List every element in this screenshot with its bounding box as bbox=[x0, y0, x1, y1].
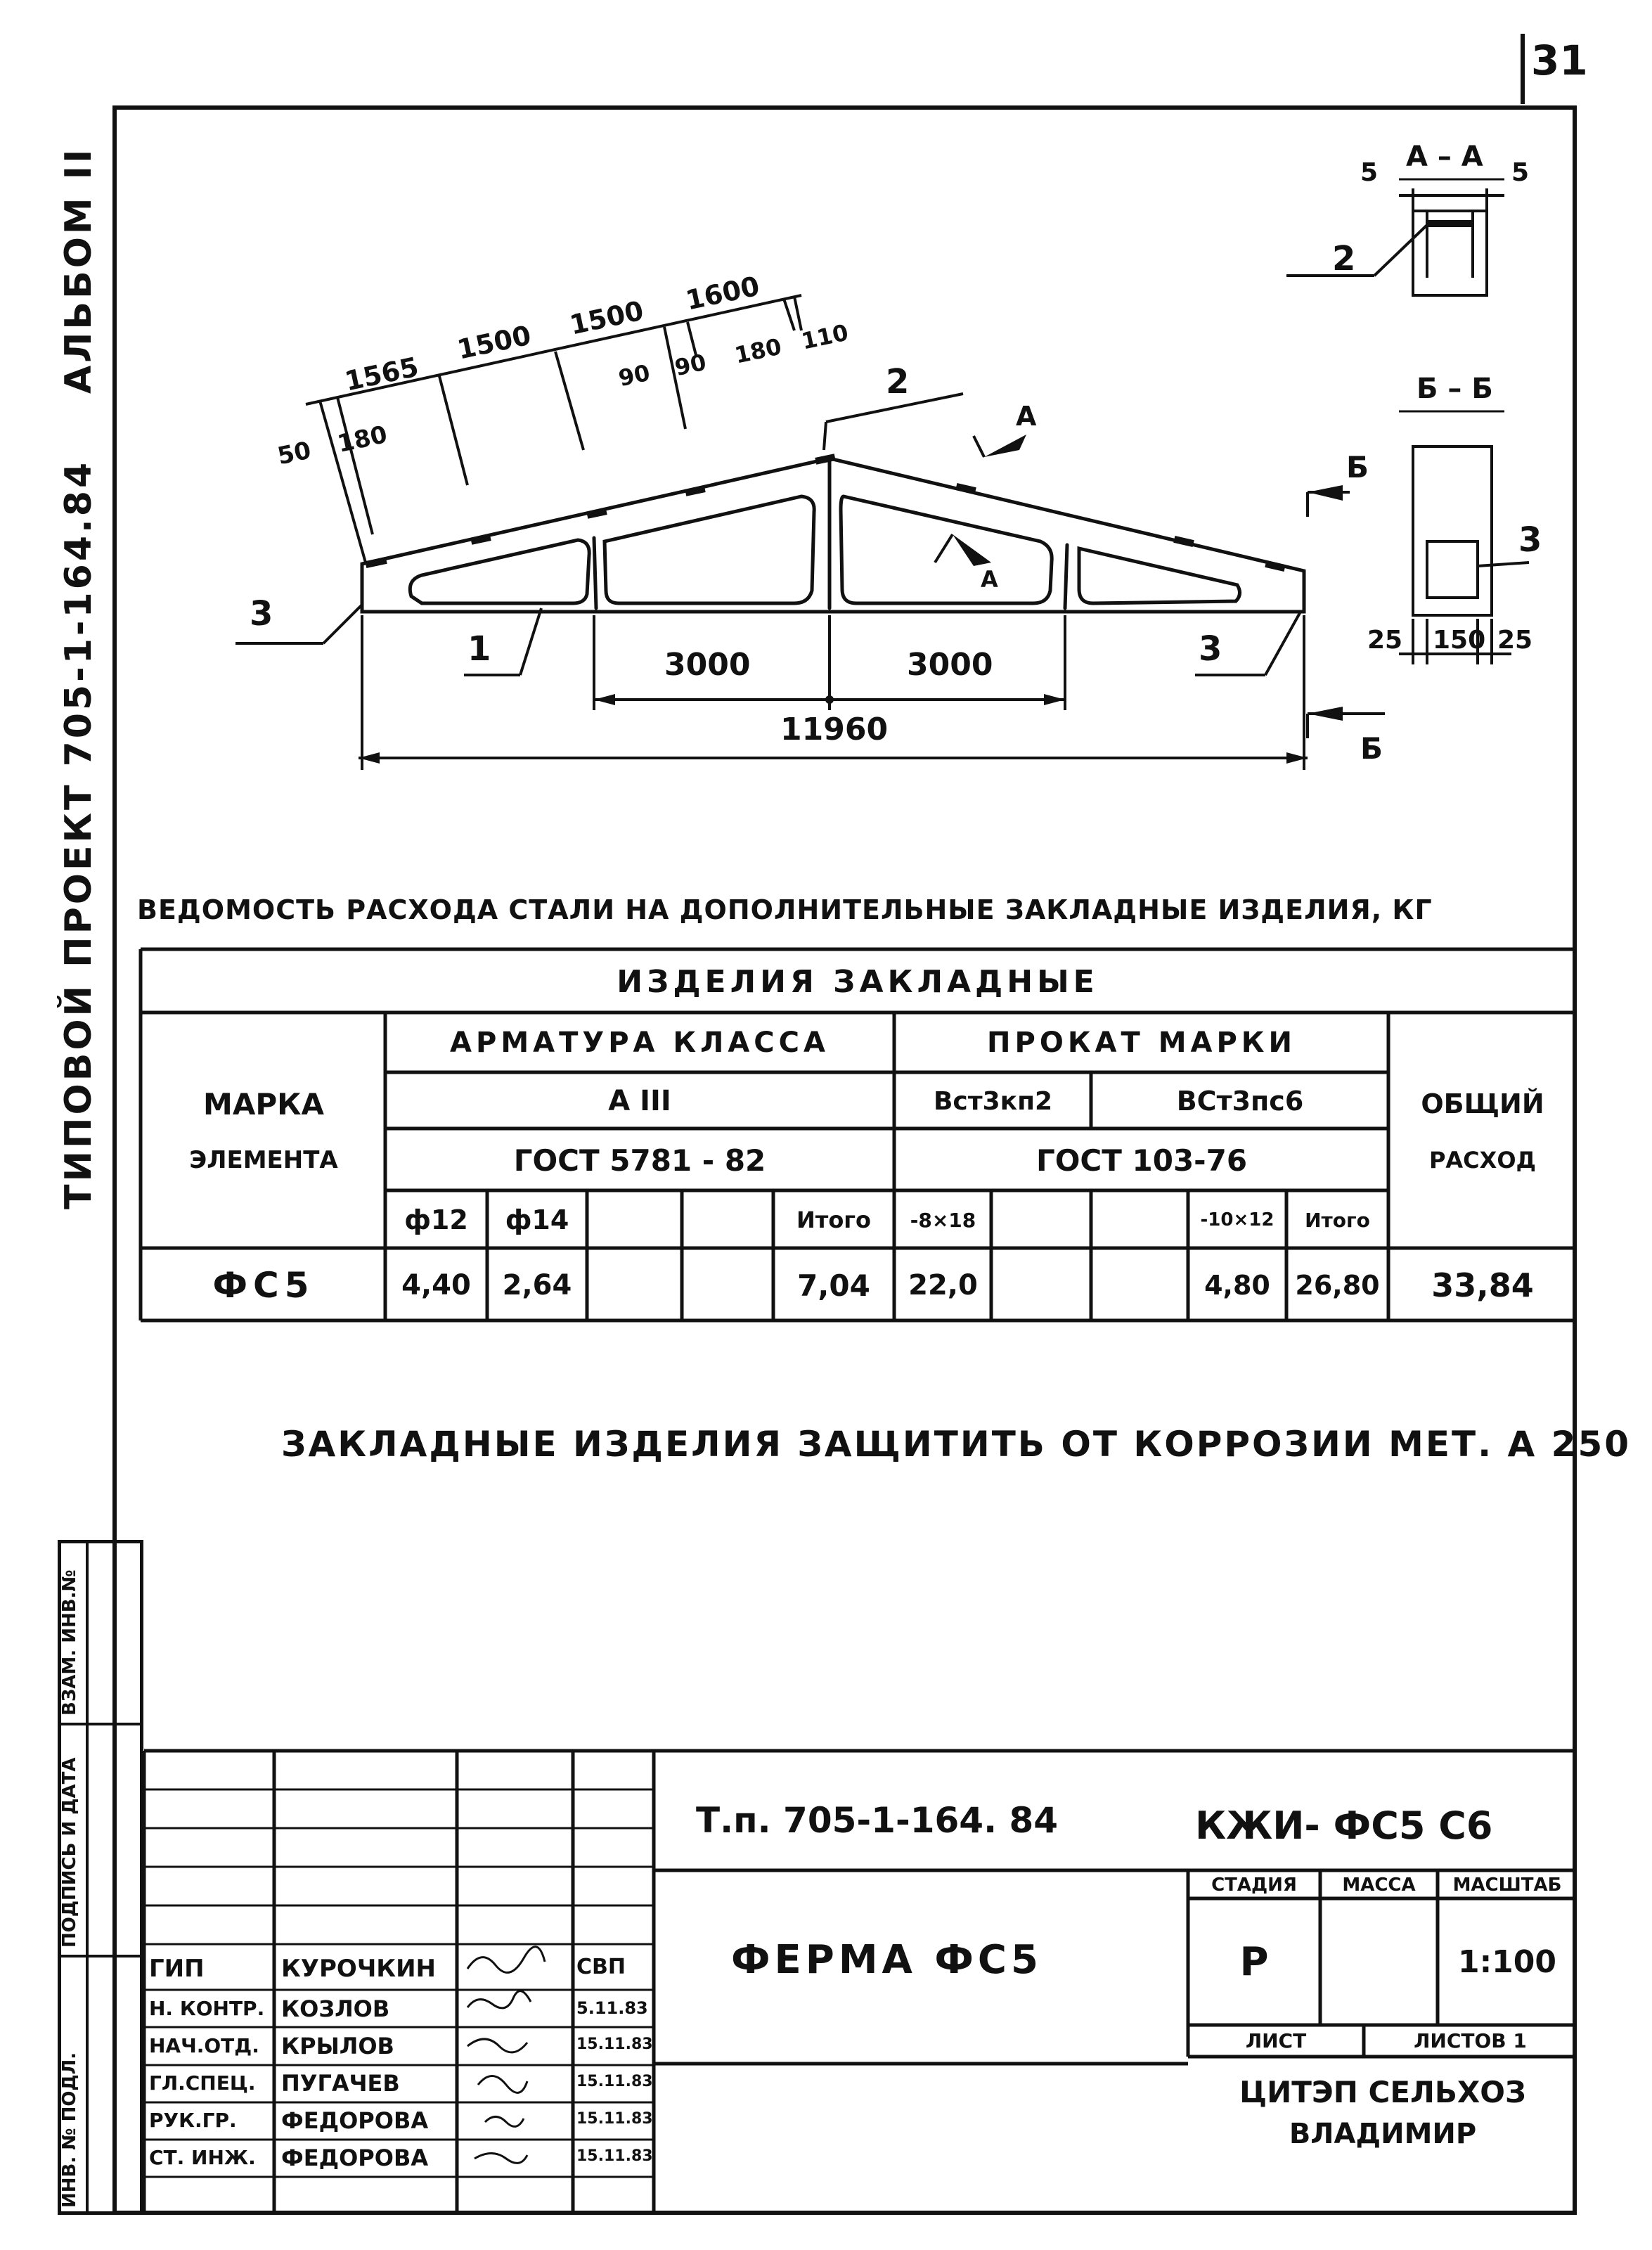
section-b-dim-25-right: 25 bbox=[1497, 626, 1533, 655]
section-a-callout: 2 bbox=[1332, 239, 1356, 278]
left-stamp-h1 bbox=[58, 1723, 142, 1725]
staff-role-2: НАЧ.ОТД. bbox=[149, 2034, 259, 2057]
row-total: 33,84 bbox=[1431, 1266, 1534, 1304]
prokat-gost: ГОСТ 103-76 bbox=[1035, 1143, 1248, 1178]
dim-3000-left: 3000 bbox=[664, 647, 751, 683]
dim-3000-right: 3000 bbox=[907, 647, 993, 683]
row-val-10x12: 4,80 bbox=[1204, 1270, 1270, 1301]
staff-role-5: СТ. ИНЖ. bbox=[149, 2146, 256, 2169]
mass-label: МАССА bbox=[1342, 1875, 1416, 1896]
sheet-title: ФЕРМА ФС5 bbox=[731, 1937, 1043, 1983]
scale-label: МАСШТАБ bbox=[1452, 1875, 1562, 1896]
left-stamp-divider bbox=[86, 1540, 89, 2215]
section-b-callout: 3 bbox=[1518, 520, 1542, 560]
armature-gost: ГОСТ 5781 - 82 bbox=[513, 1143, 766, 1178]
panel-3 bbox=[839, 494, 1054, 605]
staff-date-3: 15.11.83 bbox=[576, 2073, 653, 2090]
callout-1: 1 bbox=[467, 629, 491, 669]
table-title: ВЕДОМОСТЬ РАСХОДА СТАЛИ НА ДОПОЛНИТЕЛЬНЫ… bbox=[137, 894, 1433, 925]
section-b-dim-25-left: 25 bbox=[1367, 626, 1403, 655]
section-a-title: А – А bbox=[1406, 141, 1483, 173]
left-stamp bbox=[58, 1540, 143, 2215]
prokat-header: ПРОКАТ МАРКИ bbox=[987, 1027, 1296, 1059]
signature-marks bbox=[466, 1946, 546, 2164]
prokat-grade-2: ВСт3пс6 bbox=[1176, 1086, 1304, 1117]
staff-name-2: КРЫЛОВ bbox=[281, 2033, 394, 2059]
subcol-itogo-prokat: Итого bbox=[1305, 1208, 1370, 1232]
subcol-f14: ф14 bbox=[505, 1204, 569, 1235]
staff-role-4: РУК.ГР. bbox=[149, 2109, 237, 2132]
col-total-header: ОБЩИЙ bbox=[1421, 1088, 1544, 1119]
cut-letter-b-bottom: Б bbox=[1360, 731, 1383, 766]
stage-label: СТАДИЯ bbox=[1211, 1875, 1297, 1896]
cut-letter-b-top: Б bbox=[1346, 450, 1369, 484]
armature-class: А III bbox=[608, 1085, 671, 1117]
staff-role-3: ГЛ.СПЕЦ. bbox=[149, 2071, 256, 2095]
section-a-dim-right: 5 bbox=[1511, 158, 1530, 187]
corrosion-note: ЗАКЛАДНЫЕ ИЗДЕЛИЯ ЗАЩИТИТЬ ОТ КОРРОЗИИ М… bbox=[281, 1424, 1632, 1465]
row-val-itogo-prokat: 26,80 bbox=[1295, 1270, 1380, 1301]
callout-2: 2 bbox=[886, 362, 910, 401]
dim-11960: 11960 bbox=[780, 712, 889, 747]
project-code: Т.п. 705-1-164. 84 bbox=[696, 1800, 1059, 1841]
row-val-f12: 4,40 bbox=[401, 1269, 471, 1301]
section-b-title: Б – Б bbox=[1417, 373, 1493, 405]
staff-role-1: Н. КОНТР. bbox=[149, 1997, 265, 2020]
section-a-dim-left: 5 bbox=[1360, 158, 1379, 187]
subcol-f12: ф12 bbox=[404, 1204, 468, 1235]
staff-role-0: ГИП bbox=[149, 1955, 205, 1983]
scale-value: 1:100 bbox=[1457, 1943, 1557, 1980]
staff-name-4: ФЕДОРОВА bbox=[281, 2107, 429, 2134]
group-header: ИЗДЕЛИЯ ЗАКЛАДНЫЕ bbox=[617, 963, 1099, 1000]
subcol-8x18: -8×18 bbox=[910, 1208, 976, 1232]
panel-4 bbox=[1077, 546, 1241, 605]
row-val-8x18: 22,0 bbox=[908, 1269, 978, 1301]
callout-3-left: 3 bbox=[250, 594, 273, 634]
subcol-10x12: -10×12 bbox=[1200, 1209, 1275, 1230]
staff-name-3: ПУГАЧЕВ bbox=[281, 2070, 400, 2097]
staff-date-5: 15.11.83 bbox=[576, 2147, 653, 2165]
staff-date-2: 15.11.83 bbox=[576, 2036, 653, 2053]
doc-code: КЖИ- ФС5 С6 bbox=[1195, 1804, 1493, 1848]
cut-letter-a-top: А bbox=[1016, 401, 1037, 432]
drawing-frame bbox=[112, 105, 1577, 2215]
sheet-number-tick bbox=[1521, 34, 1525, 104]
col-total-header-2: РАСХОД bbox=[1428, 1147, 1537, 1174]
row-mark: ФС5 bbox=[212, 1265, 315, 1306]
stage-value: Р bbox=[1239, 1939, 1269, 1985]
staff-name-5: ФЕДОРОВА bbox=[281, 2145, 429, 2171]
armature-header: АРМАТУРА КЛАССА bbox=[450, 1027, 830, 1059]
section-a bbox=[1286, 178, 1504, 297]
subcol-itogo-arm: Итого bbox=[796, 1207, 871, 1233]
prokat-grade-1: Вст3кп2 bbox=[933, 1086, 1053, 1116]
top-dim-line bbox=[305, 294, 802, 406]
staff-name-0: КУРОЧКИН bbox=[281, 1955, 437, 1983]
truss-outline bbox=[360, 456, 1306, 614]
row-val-f14: 2,64 bbox=[502, 1269, 572, 1301]
cut-letter-a-bottom: А bbox=[981, 566, 998, 593]
org-name: ЦИТЭП СЕЛЬХОЗ bbox=[1239, 2074, 1526, 2109]
panel-2 bbox=[602, 494, 816, 605]
row-val-itogo-arm: 7,04 bbox=[797, 1268, 870, 1303]
col-mark-header: МАРКА bbox=[203, 1086, 324, 1121]
panel-1 bbox=[408, 538, 591, 605]
left-stamp-h2 bbox=[58, 1955, 142, 1958]
section-b bbox=[1399, 410, 1530, 664]
section-b-dim-150: 150 bbox=[1433, 626, 1486, 655]
staff-date-0: СВП bbox=[576, 1955, 626, 1979]
staff-name-1: КОЗЛОВ bbox=[281, 1995, 390, 2022]
sheet-number: 31 bbox=[1531, 37, 1588, 84]
staff-date-4: 15.11.83 bbox=[576, 2110, 653, 2128]
callout-3-right: 3 bbox=[1199, 629, 1222, 669]
col-mark-header-2: ЭЛЕМЕНТА bbox=[189, 1146, 338, 1174]
sheets-label: ЛИСТОВ 1 bbox=[1414, 2029, 1527, 2052]
sheet-label: ЛИСТ bbox=[1245, 2029, 1307, 2052]
staff-date-1: 5.11.83 bbox=[576, 1998, 648, 2018]
org-city: ВЛАДИМИР bbox=[1289, 2118, 1477, 2150]
